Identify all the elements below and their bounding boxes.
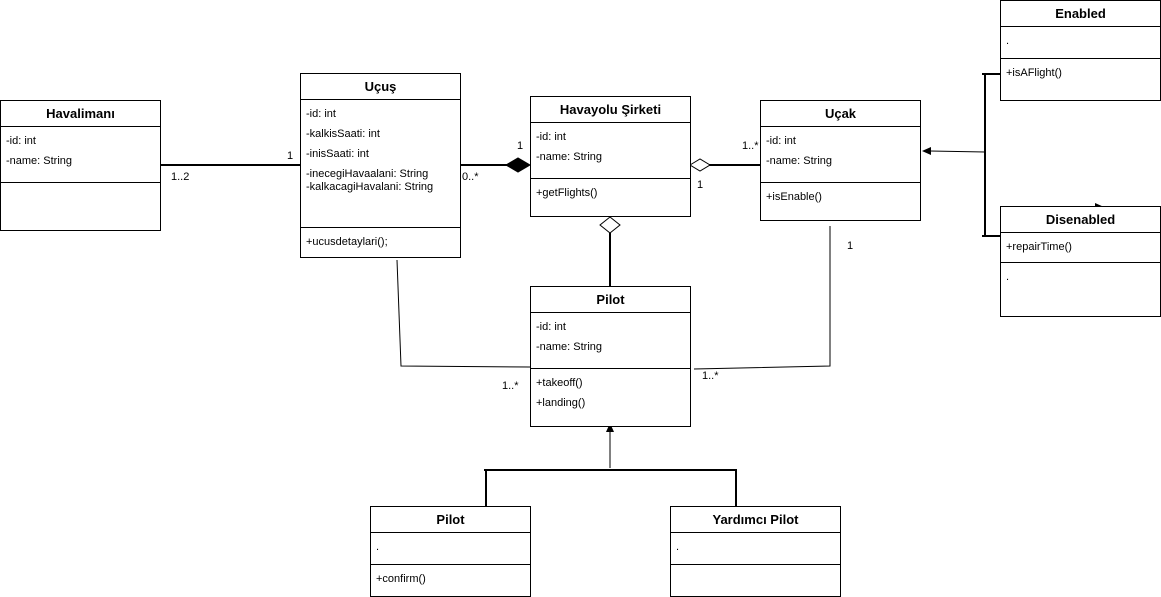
class-enabled[interactable]: Enabled . +isAFlight() (1000, 0, 1161, 101)
multiplicity-label: 1 (697, 179, 704, 191)
attribute: -id: int (306, 108, 336, 120)
attributes: . (1001, 27, 1160, 59)
multiplicity-label: 0..* (462, 171, 479, 183)
method: +landing() (536, 397, 586, 409)
method: +confirm() (376, 573, 426, 585)
aggregation-diamond-ucak (689, 158, 711, 172)
class-pilot[interactable]: Pilot -id: int -name: String +takeoff() … (530, 286, 691, 427)
class-title: Disenabled (1001, 207, 1160, 233)
attribute: -name: String (6, 155, 73, 167)
attributes: . (371, 533, 530, 565)
class-title: Havayolu Şirketi (531, 97, 690, 123)
attributes: . (671, 533, 840, 565)
attributes: -id: int -name: String (1, 127, 160, 183)
attribute: -id: int (766, 135, 796, 147)
attributes: -id: int -name: String (761, 127, 920, 183)
multiplicity-label: 1 (847, 240, 854, 252)
class-disenabled[interactable]: Disenabled +repairTime() . (1000, 206, 1161, 317)
methods: +isAFlight() (1001, 59, 1160, 89)
attributes: +repairTime() (1001, 233, 1160, 263)
attributes: -id: int -name: String (531, 123, 690, 179)
methods (671, 565, 840, 569)
class-pilot-sub[interactable]: Pilot . +confirm() (370, 506, 531, 597)
method: +takeoff() (536, 377, 583, 389)
method: . (1006, 271, 1010, 283)
arrow-head-pilot (606, 423, 614, 432)
multiplicity-label: 1 (287, 150, 294, 162)
attributes: -id: int -name: String (531, 313, 690, 369)
multiplicity-label: 1 (517, 140, 524, 152)
attributes: -id: int -kalkisSaati: int -inisSaati: i… (301, 100, 460, 228)
attribute: -id: int (536, 321, 566, 333)
attribute: -id: int (536, 131, 566, 143)
attribute: . (1006, 35, 1010, 47)
assoc-ucak-pilot (693, 226, 831, 370)
methods (1, 183, 160, 187)
multiplicity-label: 1..* (702, 370, 719, 382)
attribute: -kalkacagiHavalani: String (306, 181, 434, 193)
class-title: Enabled (1001, 1, 1160, 27)
multiplicity-label: 1..* (742, 140, 759, 152)
methods: +confirm() (371, 565, 530, 595)
class-title: Uçuş (301, 74, 460, 100)
method: +isEnable() (766, 191, 822, 203)
class-title: Pilot (531, 287, 690, 313)
attribute: -id: int (6, 135, 36, 147)
methods: +getFlights() (531, 179, 690, 209)
attribute: -name: String (766, 155, 833, 167)
composition-diamond (505, 157, 531, 173)
class-title: Uçak (761, 101, 920, 127)
method: +isAFlight() (1006, 67, 1062, 79)
methods: +takeoff() +landing() (531, 369, 690, 419)
attribute: -inecegiHavaalani: String (306, 168, 429, 180)
class-ucak[interactable]: Uçak -id: int -name: String +isEnable() (760, 100, 921, 221)
multiplicity-label: 1..* (502, 380, 519, 392)
class-title: Pilot (371, 507, 530, 533)
attribute: +repairTime() (1006, 241, 1072, 253)
class-yardimci-pilot[interactable]: Yardımcı Pilot . (670, 506, 841, 597)
methods: . (1001, 263, 1160, 293)
attribute: -name: String (536, 151, 603, 163)
multiplicity-label: 1..2 (171, 171, 190, 183)
attribute: . (376, 541, 380, 553)
method: +ucusdetaylari(); (306, 236, 388, 248)
attribute: . (676, 541, 680, 553)
method: +getFlights() (536, 187, 598, 199)
arrow-head-ucak (922, 147, 931, 155)
class-havalimani[interactable]: Havalimanı -id: int -name: String (0, 100, 161, 231)
class-title: Havalimanı (1, 101, 160, 127)
assoc-ucus-pilot (396, 259, 531, 368)
attribute: -name: String (536, 341, 603, 353)
class-title: Yardımcı Pilot (671, 507, 840, 533)
class-havayolu-sirketi[interactable]: Havayolu Şirketi -id: int -name: String … (530, 96, 691, 217)
methods: +ucusdetaylari(); (301, 228, 460, 258)
class-ucus[interactable]: Uçuş -id: int -kalkisSaati: int -inisSaa… (300, 73, 461, 258)
attribute: -inisSaati: int (306, 148, 369, 160)
aggregation-diamond-pilot (599, 216, 621, 234)
attribute: -kalkisSaati: int (306, 128, 380, 140)
methods: +isEnable() (761, 183, 920, 213)
